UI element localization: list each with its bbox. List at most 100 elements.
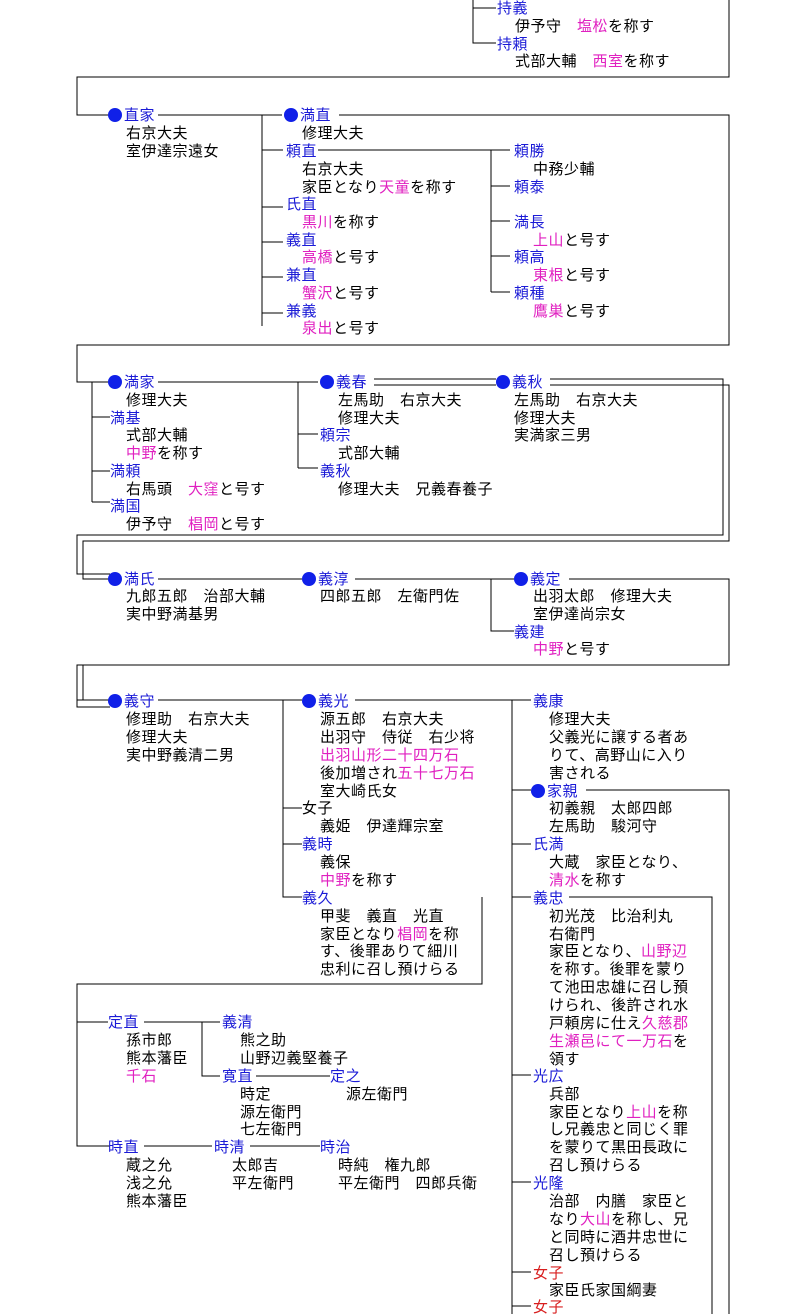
text-line: 実満家三男: [514, 426, 592, 444]
name-label: 義秋: [320, 462, 352, 480]
name-label: 義時: [302, 835, 334, 853]
name-label: 氏直: [286, 195, 318, 213]
text-line: 室伊達宗遠女: [126, 142, 220, 160]
name-label: 兼義: [286, 302, 318, 320]
text-line: 黒川を称す: [302, 213, 380, 231]
text-line: 式部大輔: [338, 444, 401, 462]
text-line: 修理大夫: [338, 409, 401, 427]
name-label: 義守: [108, 692, 155, 710]
name-label: 直家: [108, 106, 155, 124]
main-line-marker: [108, 375, 122, 389]
text-line: 父義光に譲する者あ: [549, 728, 689, 746]
text-line: 治部 内膳 家臣と: [549, 1192, 689, 1210]
name-label: 満家: [108, 373, 155, 391]
text-line: 時定: [240, 1085, 272, 1103]
text-line: 山野辺義堅養子: [240, 1049, 349, 1067]
text-line: 清水を称す: [549, 871, 627, 889]
text-line: 孫市郎: [126, 1031, 173, 1049]
text-line: 初義親 太郎四郎: [549, 799, 674, 817]
text-line: 浅之允: [126, 1174, 173, 1192]
text-line: 出羽守 侍従 右少将: [320, 728, 476, 746]
text-line: 家臣となり天童を称す: [302, 178, 457, 196]
text-line: 伊予守 椙岡と号す: [126, 515, 266, 533]
text-line: 戸頼房に仕え久慈郡: [549, 1014, 689, 1032]
text-line: 召し預けらる: [549, 1246, 643, 1264]
text-line: 義姫 伊達輝宗室: [320, 817, 445, 835]
name-label: 満長: [514, 213, 546, 231]
name-label: 定之: [330, 1067, 362, 1085]
text-line: 実中野満基男: [126, 605, 220, 623]
name-label: 女子: [533, 1264, 565, 1282]
text-line: 修理大夫: [302, 124, 365, 142]
main-line-marker: [284, 108, 298, 122]
name-label: 義康: [533, 692, 565, 710]
text-line: けられ、後許され水: [549, 996, 689, 1014]
name-label: 満頼: [110, 462, 142, 480]
text-line: を蒙りて黒田長政に: [549, 1138, 689, 1156]
text-line: 室伊達尚宗女: [533, 605, 627, 623]
text-line: 後加増され五十七万石: [320, 764, 476, 782]
name-label: 義淳: [302, 570, 349, 588]
text-line: 左馬助 右京大夫: [514, 391, 639, 409]
text-line: 領す: [549, 1050, 581, 1068]
text-line: 生瀬邑にて一万石を: [549, 1032, 689, 1050]
text-line: 上山と号す: [533, 231, 611, 249]
text-line: りて、高野山に入り: [549, 746, 688, 764]
text-line: 左馬助 右京大夫: [338, 391, 463, 409]
text-line: 蔵之允: [126, 1156, 173, 1174]
name-label: 義清: [222, 1013, 254, 1031]
text-line: 中野と号す: [533, 640, 611, 658]
main-line-marker: [514, 572, 528, 586]
name-label: 時清: [214, 1138, 246, 1156]
name-label: 時直: [108, 1138, 140, 1156]
name-label: 満国: [110, 497, 142, 515]
text-line: 鷹巣と号す: [533, 302, 611, 320]
name-label: 女子: [533, 1298, 565, 1316]
text-line: 修理大夫: [126, 391, 189, 409]
name-label: 光広: [533, 1067, 565, 1085]
text-line: 家臣となり上山を称: [549, 1103, 689, 1121]
name-label: 義定: [514, 570, 561, 588]
name-label: 持頼: [497, 35, 529, 53]
text-line: 四郎五郎 左衛門佐: [320, 587, 460, 605]
name-label: 頼高: [514, 248, 546, 266]
name-label: 満氏: [108, 570, 155, 588]
name-label: 義春: [320, 373, 367, 391]
text-line: 源左衛門: [346, 1085, 409, 1103]
text-line: 熊本藩臣: [126, 1049, 189, 1067]
main-line-marker: [320, 375, 334, 389]
text-line: 九郎五郎 治部大輔: [126, 587, 266, 605]
name-label: 義秋: [496, 373, 543, 391]
text-line: 修理大夫: [514, 409, 577, 427]
text-line: 家臣となり、山野辺: [549, 942, 688, 960]
text-line: 家臣となり椙岡を称: [320, 925, 460, 943]
text-line: 右京大夫: [302, 160, 365, 178]
text-line: 式部大輔 西室を称す: [515, 52, 671, 70]
text-line: 中野を称す: [320, 871, 398, 889]
text-line: 甲斐 義直 光直: [320, 907, 445, 925]
main-line-marker: [108, 572, 122, 586]
text-line: 式部大輔: [126, 426, 189, 444]
main-line-marker: [108, 108, 122, 122]
text-line: 熊之助: [240, 1031, 287, 1049]
text-line: て池田忠雄に召し預: [549, 978, 689, 996]
text-line: 平左衛門 四郎兵衛: [338, 1174, 478, 1192]
text-line: 源五郎 右京大夫: [320, 710, 445, 728]
name-label: 義忠: [533, 889, 565, 907]
text-line: し兄義忠と同じく罪: [549, 1120, 689, 1138]
main-line-marker: [302, 572, 316, 586]
text-line: を称す。後罪を蒙り: [549, 960, 688, 978]
text-line: なり大山を称し、兄: [549, 1210, 689, 1228]
text-line: 右京大夫: [126, 124, 189, 142]
text-line: 中野を称す: [126, 444, 204, 462]
text-line: 平左衛門: [232, 1174, 295, 1192]
text-line: 熊本藩臣: [126, 1192, 189, 1210]
text-line: 修理大夫: [126, 728, 189, 746]
text-line: 伊予守 塩松を称す: [515, 17, 655, 35]
name-label: 頼宗: [320, 426, 352, 444]
main-line-marker: [108, 694, 122, 708]
text-line: 兵部: [549, 1085, 581, 1103]
text-line: 泉出と号す: [302, 319, 380, 337]
name-label: 義光: [302, 692, 349, 710]
text-line: 蟹沢と号す: [302, 284, 380, 302]
